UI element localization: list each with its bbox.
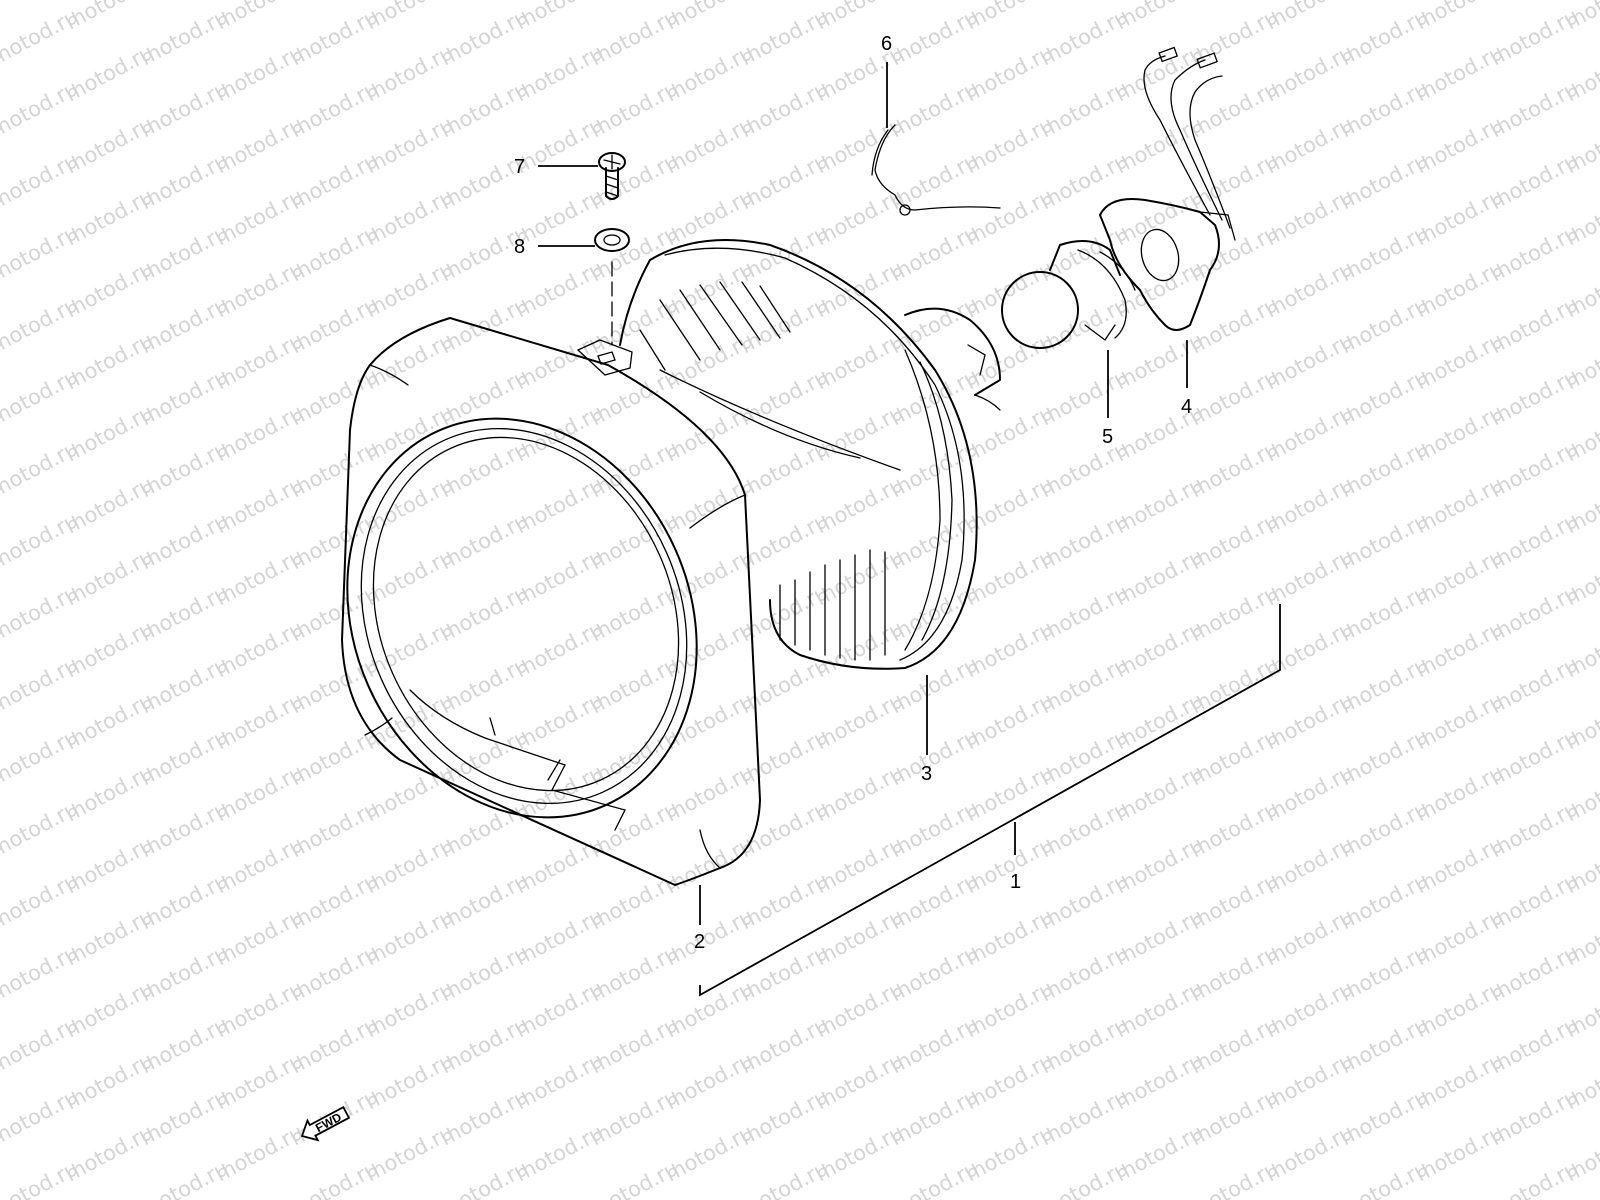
callout-8: 8 — [514, 236, 525, 258]
bulb-socket — [1099, 198, 1236, 331]
pilot-lamp-wire — [871, 124, 1001, 216]
screw — [598, 152, 626, 200]
leader-lines — [538, 62, 1281, 997]
callout-3: 3 — [921, 763, 932, 785]
headlight-bulb — [1001, 240, 1136, 349]
callout-5: 5 — [1102, 426, 1113, 448]
socket-wiring — [1143, 46, 1231, 229]
washer — [594, 228, 630, 252]
callout-4: 4 — [1181, 396, 1192, 418]
headlight-housing — [341, 317, 761, 886]
callout-numbers: 1 2 3 4 5 6 7 8 — [514, 33, 1192, 953]
callout-6: 6 — [881, 33, 892, 55]
callout-1: 1 — [1010, 871, 1021, 893]
headlight-unit — [619, 239, 1001, 670]
callout-2: 2 — [694, 931, 705, 953]
callout-7: 7 — [514, 156, 525, 178]
